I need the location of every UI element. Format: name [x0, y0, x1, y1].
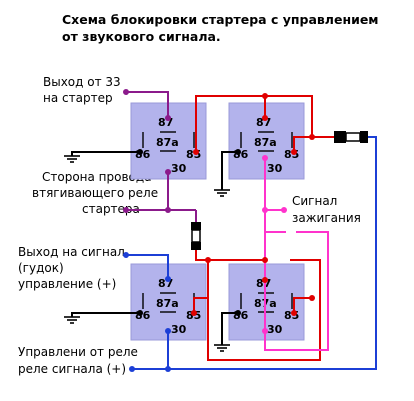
wire-tl85-to-tr87	[195, 95, 266, 152]
terminal-dot	[165, 276, 171, 282]
pin-30-label: 30	[267, 323, 283, 336]
wire-output-33	[126, 91, 169, 118]
junction-dot	[262, 257, 268, 263]
junction-dot	[309, 134, 315, 140]
terminal-dot	[123, 207, 129, 213]
wire-tr86-ground	[221, 151, 238, 190]
junction-dot	[165, 366, 171, 372]
terminal-dot	[281, 207, 287, 213]
fuse-mid-end	[191, 222, 201, 230]
terminal-dot	[235, 149, 241, 155]
terminal-dot	[137, 310, 143, 316]
pin-85-label: 85	[284, 148, 299, 161]
terminal-dot	[262, 328, 268, 334]
relay-bottom-right: 87 87a 86 85 30	[228, 263, 305, 341]
diagram-title-line1: Схема блокировки стартера с управлением	[62, 12, 379, 27]
diagram-title-line2: от звукового сигнала.	[62, 29, 221, 44]
terminal-dot	[129, 366, 135, 372]
label-signal-out-line1: Выход на сигнал	[18, 245, 125, 259]
wire-ignition-loop	[264, 231, 329, 351]
terminal-dot	[262, 115, 268, 121]
fuse-right-end	[334, 131, 346, 143]
wire-tl86-ground	[71, 151, 140, 156]
relay-top-right: 87 87a 86 85 30	[228, 102, 305, 180]
label-output-33-line2: на стартер	[43, 91, 113, 105]
label-signal-out-line3: управление (+)	[18, 277, 116, 291]
fuse-right-end	[360, 131, 368, 143]
junction-dot	[262, 93, 268, 99]
wire-signal-output	[126, 254, 169, 279]
terminal-dot	[291, 149, 297, 155]
junction-dot	[262, 207, 268, 213]
terminal-dot	[123, 252, 129, 258]
terminal-dot	[291, 310, 297, 316]
terminal-dot	[123, 89, 129, 95]
label-signal-out-line2: (гудок)	[18, 261, 64, 275]
terminal-dot	[235, 310, 241, 316]
fuse-mid-body	[191, 229, 201, 243]
label-ignition-line2: зажигания	[292, 211, 361, 225]
pin-86-label: 86	[233, 148, 249, 161]
pin-30-label: 30	[171, 162, 187, 175]
wire-bl86-ground	[71, 312, 140, 317]
wire-fuse-to-bl85	[193, 250, 209, 313]
label-retracting-line1: Сторона провода	[42, 170, 152, 184]
label-control-line1: Управлени от реле	[18, 345, 138, 359]
label-ignition-line1: Сигнал	[292, 194, 337, 208]
terminal-dot	[165, 115, 171, 121]
pin-30-label: 30	[171, 323, 187, 336]
label-control-line2: реле сигнала (+)	[18, 362, 126, 376]
terminal-dot	[193, 149, 199, 155]
pin-87a-label: 87a	[156, 297, 179, 310]
terminal-dot	[165, 169, 171, 175]
terminal-dot	[262, 155, 268, 161]
terminal-dot	[165, 328, 171, 334]
pin-85-label: 85	[186, 148, 201, 161]
pin-87a-label: 87a	[156, 136, 179, 149]
wire-br85	[293, 297, 312, 313]
wire-br86-ground	[221, 312, 238, 345]
terminal-dot	[262, 277, 268, 283]
pin-30-label: 30	[267, 162, 283, 175]
terminal-dot	[191, 310, 197, 316]
pin-87a-label: 87a	[254, 136, 277, 149]
junction-dot	[165, 207, 171, 213]
pin-86-label: 86	[135, 309, 151, 322]
terminal-dot	[137, 149, 143, 155]
fuse-right-body	[345, 132, 361, 142]
label-retracting-line2: втягивающего реле	[32, 186, 158, 200]
junction-dot	[205, 257, 211, 263]
fuse-mid-end	[191, 242, 201, 250]
junction-dot	[309, 295, 315, 301]
pin-86-label: 86	[233, 309, 249, 322]
pin-85-label: 85	[284, 309, 299, 322]
wire-control-bus	[132, 136, 377, 370]
pin-86-label: 86	[135, 148, 151, 161]
wire-red-loop	[207, 259, 321, 361]
label-output-33-line1: Выход от 33	[43, 75, 121, 89]
